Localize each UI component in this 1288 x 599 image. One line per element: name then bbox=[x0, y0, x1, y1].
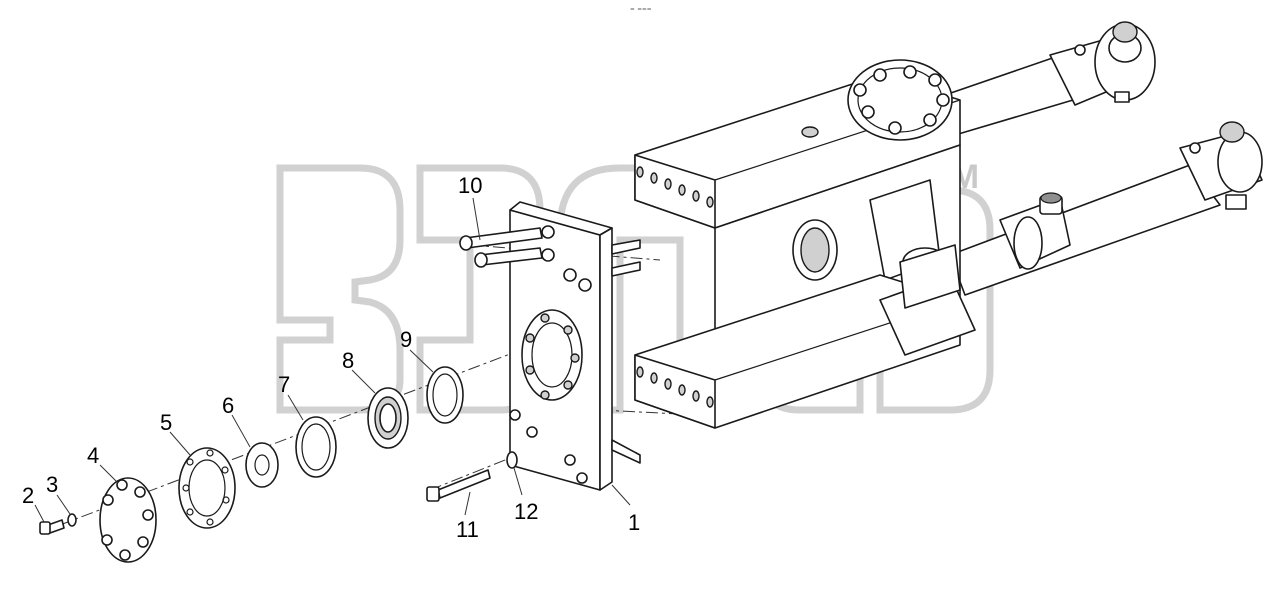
upper-hydraulic-cylinder bbox=[944, 21, 1156, 136]
part-6-spacer bbox=[245, 442, 279, 488]
mounting-plate bbox=[509, 201, 641, 491]
callout-7: 7 bbox=[278, 372, 290, 397]
part-7-ring bbox=[295, 416, 337, 478]
part-11-bolt bbox=[426, 469, 491, 502]
callout-6: 6 bbox=[222, 393, 234, 418]
part-9-seal-ring bbox=[426, 366, 464, 424]
callout-10: 10 bbox=[458, 173, 482, 198]
part-4-cover bbox=[99, 477, 157, 563]
callout-12: 12 bbox=[514, 499, 538, 524]
callout-1: 1 bbox=[628, 510, 640, 535]
part-5-gasket bbox=[178, 447, 236, 529]
callout-labels: 1 2 3 4 5 6 7 8 9 10 11 12 bbox=[22, 173, 640, 542]
callout-3: 3 bbox=[46, 472, 58, 497]
part-2-bolt bbox=[39, 519, 65, 535]
part-3-washer bbox=[67, 513, 77, 527]
callout-2: 2 bbox=[22, 483, 34, 508]
callout-8: 8 bbox=[342, 348, 354, 373]
header-mark: ⁼ ⁼⁼⁼ bbox=[630, 6, 652, 16]
callout-4: 4 bbox=[87, 443, 99, 468]
part-10-bolts bbox=[459, 227, 543, 268]
callout-9: 9 bbox=[400, 327, 412, 352]
lower-hydraulic-cylinder bbox=[949, 121, 1263, 296]
part-12-washer bbox=[506, 451, 518, 469]
callout-5: 5 bbox=[160, 410, 172, 435]
callout-11: 11 bbox=[456, 517, 479, 542]
part-8-bearing bbox=[367, 387, 409, 449]
leader-lines bbox=[34, 197, 631, 523]
main-frame bbox=[634, 59, 976, 429]
